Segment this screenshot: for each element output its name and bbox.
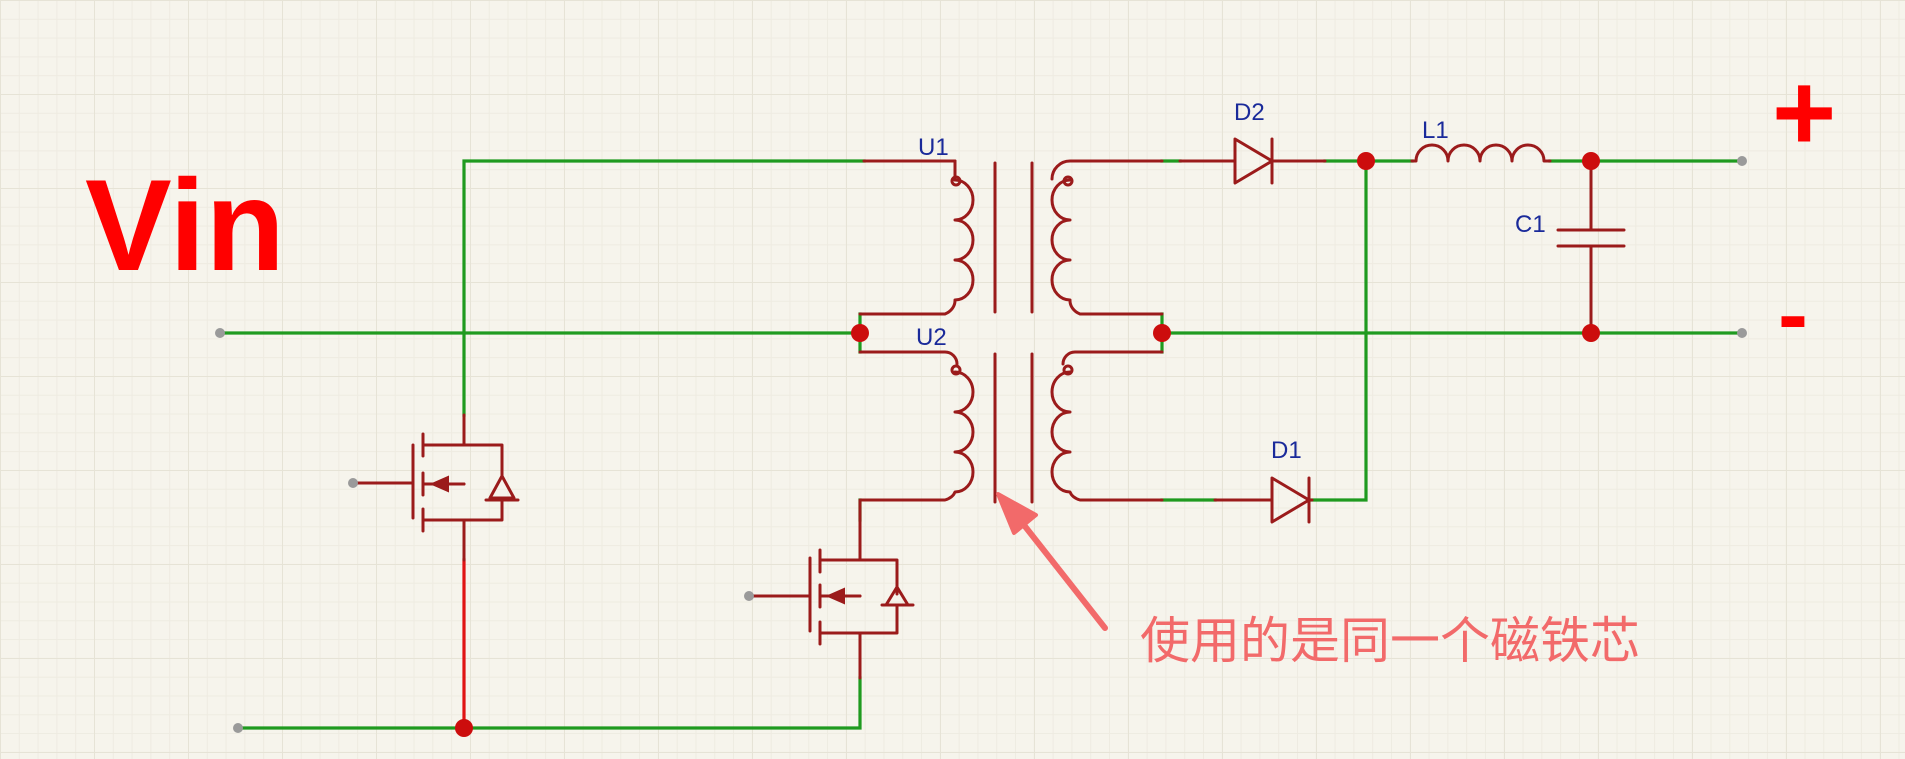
junctions <box>455 152 1600 737</box>
junction-dot <box>851 324 869 342</box>
pin-q1-gate[interactable] <box>348 478 358 488</box>
diode-d2[interactable]: D2 <box>1178 99 1327 185</box>
mosfet-q1[interactable] <box>351 413 520 562</box>
l1-designator: L1 <box>1422 117 1449 144</box>
pin-q2-gate[interactable] <box>744 591 754 601</box>
pin-output-minus[interactable] <box>1737 328 1747 338</box>
inductor-l1[interactable]: L1 <box>1410 117 1552 163</box>
annotation-text: 使用的是同一个磁铁芯 <box>1140 613 1640 669</box>
minus-label: - <box>1778 265 1808 365</box>
wire-rectifier-common[interactable] <box>1308 159 1368 502</box>
junction-dot <box>1582 324 1600 342</box>
transformer-u1[interactable]: U1 <box>858 134 1164 316</box>
junction-dot <box>1357 152 1375 170</box>
vin-label: Vin <box>85 152 285 298</box>
wire-bottom-rail[interactable] <box>236 676 862 730</box>
plus-label: + <box>1772 51 1836 174</box>
u1-designator: U1 <box>918 134 949 161</box>
pin-input-minus[interactable] <box>215 328 225 338</box>
junction-dot <box>1153 324 1171 342</box>
c1-designator: C1 <box>1515 211 1546 238</box>
d2-designator: D2 <box>1234 99 1265 126</box>
mosfet-q2[interactable] <box>747 518 915 680</box>
capacitor-c1[interactable]: C1 <box>1515 159 1626 335</box>
transformer-u2[interactable]: U2 <box>858 324 1164 522</box>
wires <box>218 159 1744 730</box>
wire-u1-top[interactable] <box>462 159 866 417</box>
pins <box>215 156 1747 733</box>
d1-designator: D1 <box>1271 437 1302 464</box>
diode-d1[interactable]: D1 <box>1213 437 1314 524</box>
annotation-arrow <box>996 492 1108 631</box>
junction-dot <box>455 719 473 737</box>
pin-bottom-rail[interactable] <box>233 723 243 733</box>
u2-designator: U2 <box>916 324 947 351</box>
junction-dot <box>1582 152 1600 170</box>
pin-output-plus[interactable] <box>1737 156 1747 166</box>
